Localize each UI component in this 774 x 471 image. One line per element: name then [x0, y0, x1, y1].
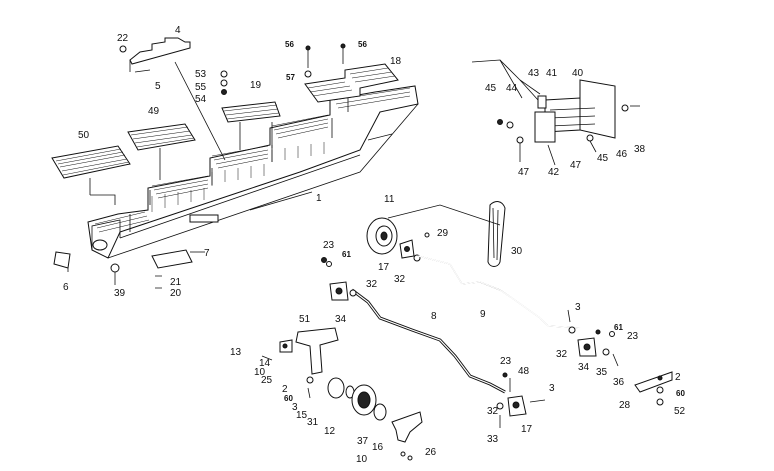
label-42: 42	[548, 167, 560, 178]
label-49: 49	[148, 106, 160, 117]
label-2: 2	[282, 384, 288, 395]
bearing-left	[321, 257, 357, 301]
label-43: 43	[528, 68, 540, 79]
bearing-lower	[496, 372, 546, 428]
label-47: 47	[518, 167, 530, 178]
label-45: 45	[485, 83, 497, 94]
belt-drive	[366, 201, 506, 267]
label-44: 44	[506, 83, 518, 94]
label-28: 28	[619, 400, 631, 411]
label-9: 9	[480, 309, 486, 320]
label-5: 5	[155, 81, 161, 92]
mount-assembly-lower-left	[261, 327, 423, 461]
label-23: 23	[500, 356, 512, 367]
leader-lines	[67, 61, 349, 285]
bracket-assembly-40-47	[471, 59, 640, 166]
label-48: 48	[518, 366, 530, 377]
label-45: 45	[597, 153, 609, 164]
shaft-9	[417, 255, 581, 329]
label-8: 8	[431, 311, 437, 322]
label-23: 23	[627, 331, 639, 342]
label-32: 32	[487, 406, 499, 417]
label-16: 16	[372, 442, 384, 453]
label-60: 60	[676, 389, 685, 398]
label-13: 13	[230, 347, 242, 358]
label-54: 54	[195, 94, 207, 105]
label-56: 56	[285, 40, 294, 49]
label-41: 41	[546, 68, 558, 79]
label-39: 39	[114, 288, 126, 299]
label-36: 36	[613, 377, 625, 388]
label-1: 1	[316, 193, 322, 204]
label-12: 12	[324, 426, 336, 437]
label-2: 2	[675, 372, 681, 383]
label-20: 20	[170, 288, 182, 299]
label-50: 50	[78, 130, 90, 141]
label-47: 47	[570, 160, 582, 171]
label-4: 4	[175, 25, 181, 36]
label-31: 31	[307, 417, 319, 428]
bearing-right	[567, 309, 619, 367]
label-40: 40	[572, 68, 584, 79]
tread-18	[304, 63, 399, 103]
label-35: 35	[596, 367, 608, 378]
label-3: 3	[549, 383, 555, 394]
label-7: 7	[204, 248, 210, 259]
label-17: 17	[521, 424, 533, 435]
label-51: 51	[299, 314, 311, 325]
fasteners-top	[119, 43, 346, 95]
label-10: 10	[356, 454, 368, 465]
label-61: 61	[614, 323, 623, 332]
label-32: 32	[394, 274, 406, 285]
label-57: 57	[286, 73, 295, 82]
label-37: 37	[357, 436, 369, 447]
label-3: 3	[575, 302, 581, 313]
label-14: 14	[259, 358, 271, 369]
label-23: 23	[323, 240, 335, 251]
label-56: 56	[358, 40, 367, 49]
label-26: 26	[425, 447, 437, 458]
tread-19	[221, 101, 281, 123]
label-32: 32	[556, 349, 568, 360]
callout-labels: 1 2 2 3 3 3 3 4 5 6 7 8 9 10 10 11 12 13…	[63, 25, 686, 465]
label-21: 21	[170, 277, 182, 288]
label-22: 22	[117, 33, 129, 44]
label-61: 61	[342, 250, 351, 259]
label-33: 33	[487, 434, 499, 445]
label-6: 6	[63, 282, 69, 293]
small-parts-left	[53, 249, 205, 289]
shaft-8	[351, 288, 506, 394]
label-29: 29	[437, 228, 449, 239]
label-52: 52	[674, 406, 686, 417]
label-15: 15	[296, 410, 308, 421]
tread-50	[51, 145, 131, 179]
label-55: 55	[195, 82, 207, 93]
label-34: 34	[335, 314, 347, 325]
label-11: 11	[384, 194, 395, 205]
label-46: 46	[616, 149, 628, 160]
step-bracket-4	[129, 37, 191, 73]
tread-49	[127, 123, 196, 151]
label-3: 3	[292, 402, 298, 413]
bracket-28	[634, 371, 673, 406]
label-18: 18	[390, 56, 402, 67]
label-32: 32	[366, 279, 378, 290]
label-34: 34	[578, 362, 590, 373]
label-30: 30	[511, 246, 523, 257]
label-53: 53	[195, 69, 207, 80]
label-10: 10	[254, 367, 266, 378]
label-25: 25	[261, 375, 273, 386]
stair-frame	[87, 85, 419, 259]
label-60: 60	[284, 394, 293, 403]
label-17: 17	[378, 262, 390, 273]
label-19: 19	[250, 80, 262, 91]
label-38: 38	[634, 144, 646, 155]
